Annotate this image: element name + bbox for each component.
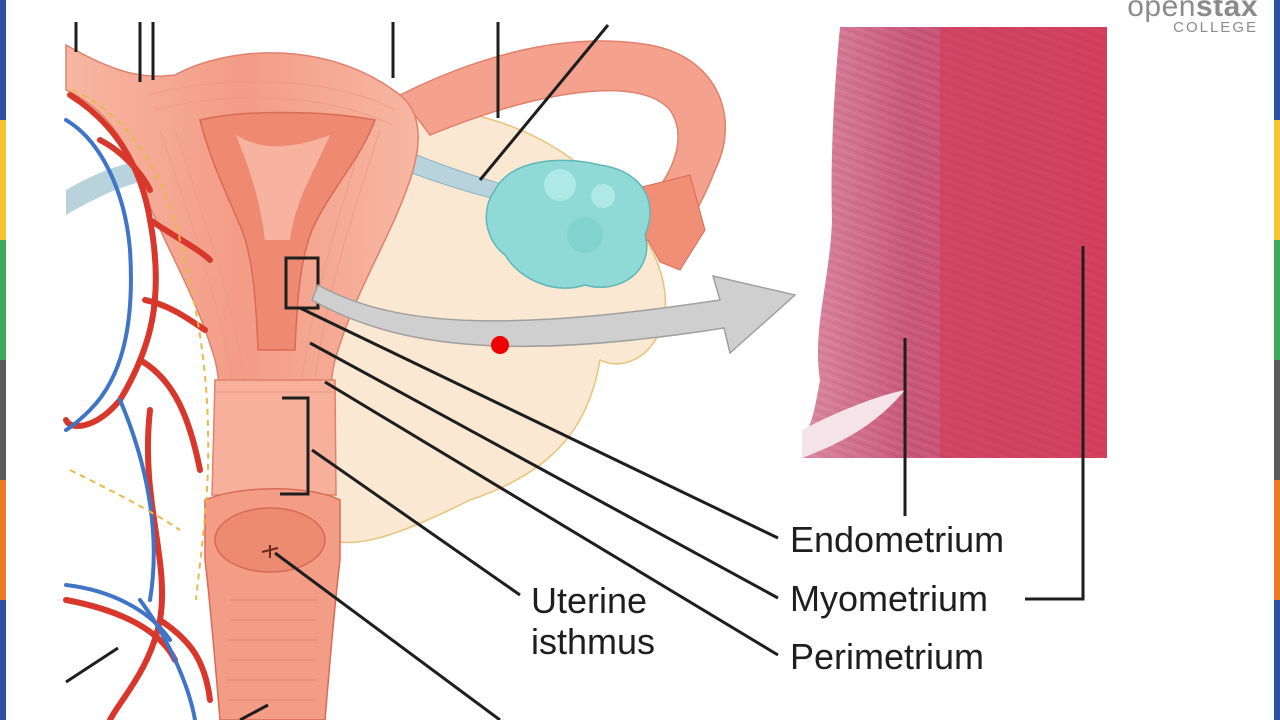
- stripe-segment: [1274, 480, 1280, 600]
- stripe-segment: [1274, 240, 1280, 360]
- myometrium-label: Myometrium: [790, 578, 989, 619]
- histology-image: [802, 27, 1107, 458]
- stripe-segment: [0, 120, 6, 240]
- pointer-dot: [491, 336, 509, 354]
- left-color-stripe: [0, 0, 6, 720]
- perimetrium-label: Perimetrium: [790, 636, 985, 677]
- uterine-isthmus-label: Uterine isthmus: [531, 580, 655, 663]
- stripe-segment: [1274, 360, 1280, 480]
- stripe-segment: [1274, 600, 1280, 720]
- stripe-segment: [1274, 120, 1280, 240]
- stripe-segment: [0, 360, 6, 480]
- external-os: [214, 507, 326, 573]
- right-color-stripe: [1274, 0, 1280, 720]
- stripe-segment: [0, 480, 6, 600]
- uterine-vein: [64, 118, 197, 720]
- stripe-segment: [0, 0, 6, 120]
- logo-brand-bold: stax: [1195, 0, 1258, 23]
- stripe-segment: [1274, 0, 1280, 120]
- endometrium-label: Endometrium: [790, 519, 1005, 560]
- isthmus-segment: [211, 379, 337, 496]
- logo-brand-light: open: [1127, 0, 1196, 23]
- stripe-segment: [0, 240, 6, 360]
- logo-sub: COLLEGE: [1173, 19, 1258, 36]
- openstax-logo: openstax COLLEGE: [1127, 0, 1258, 35]
- uterine-isthmus-line1: Uterine: [531, 580, 648, 621]
- magnification-arrow: [311, 274, 797, 355]
- dashed-peritoneum-line: [71, 89, 210, 601]
- stripe-segment: [0, 600, 6, 720]
- uterine-isthmus-line2: isthmus: [531, 621, 656, 663]
- dashed-line-lower: [69, 469, 181, 531]
